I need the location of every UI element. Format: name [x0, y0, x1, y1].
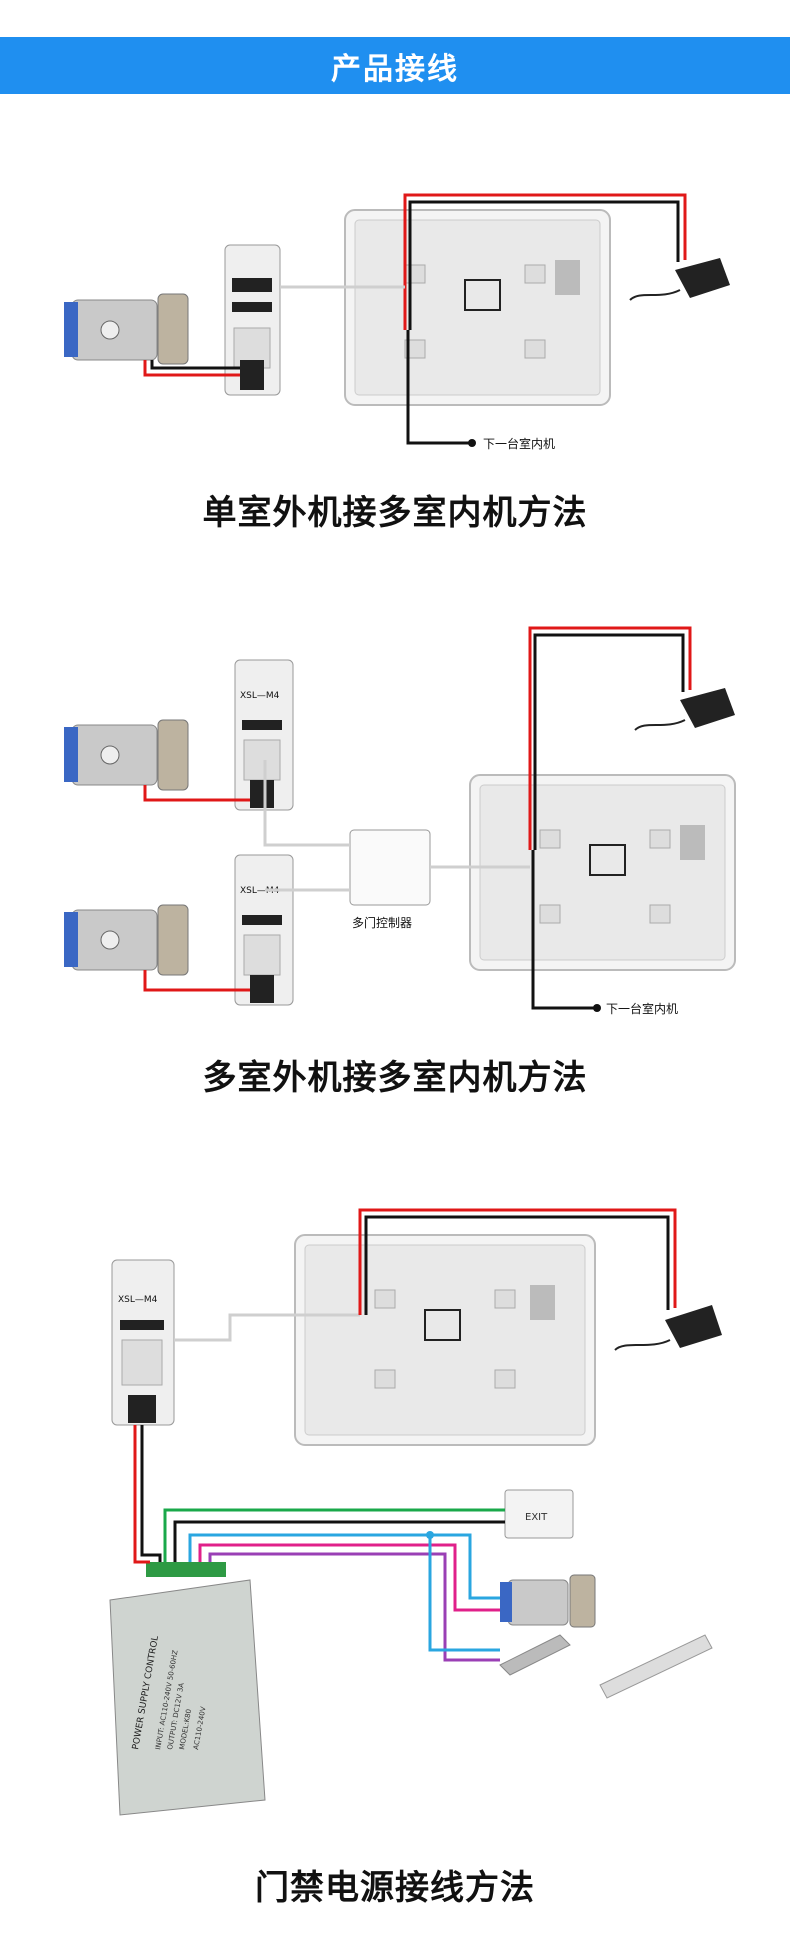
- power-adapter-icon: [634, 688, 735, 731]
- outdoor-unit-icon: XSL—M4: [234, 854, 294, 1006]
- indoor-monitor-icon: [344, 209, 611, 406]
- electric-lock-icon: [500, 1574, 596, 1628]
- diagram-single-outdoor: 下一台室内机: [64, 193, 730, 451]
- page-header: 产品接线: [0, 37, 790, 94]
- section-title-multi: 多室外机接多室内机方法: [202, 1058, 588, 1098]
- power-adapter-icon: [614, 1305, 722, 1351]
- section-title-single: 单室外机接多室内机方法: [202, 493, 588, 533]
- indoor-monitor-icon: [294, 1234, 596, 1446]
- diagram-multi-outdoor: XSL—M4 XSL—M4 多门控制器 下一台室内机: [64, 626, 736, 1016]
- section-title-access-power: 门禁电源接线方法: [255, 1868, 535, 1908]
- outdoor-model-label: XSL—M4: [118, 1295, 158, 1305]
- exit-button-icon: EXIT: [504, 1489, 574, 1539]
- outdoor-unit-icon: [224, 244, 281, 396]
- next-unit-label: 下一台室内机: [483, 436, 555, 451]
- exit-button-label: EXIT: [525, 1512, 548, 1523]
- outdoor-unit-icon: XSL—M4: [111, 1259, 175, 1426]
- outdoor-model-label: XSL—M4: [240, 886, 280, 896]
- diagram-access-power: XSL—M4 EXIT POWER SUPPLY CONTROL INPUT: …: [109, 1208, 722, 1816]
- next-unit-label: 下一台室内机: [606, 1001, 678, 1016]
- electric-lock-icon: [64, 293, 189, 365]
- outdoor-unit-icon: XSL—M4: [234, 659, 294, 811]
- power-adapter-icon: [629, 258, 730, 301]
- power-supply-unit-icon: POWER SUPPLY CONTROL INPUT: AC110-240V 5…: [109, 1562, 266, 1816]
- page-title: 产品接线: [331, 51, 459, 87]
- outdoor-model-label: XSL—M4: [240, 691, 280, 701]
- electric-strike-icon: [599, 1634, 713, 1699]
- electric-lock-icon: [64, 904, 189, 976]
- multi-door-controller-icon: [349, 829, 431, 906]
- magnetic-lock-icon: [499, 1634, 571, 1676]
- indoor-monitor-icon: [469, 774, 736, 971]
- electric-lock-icon: [64, 719, 189, 791]
- controller-label: 多门控制器: [352, 915, 412, 930]
